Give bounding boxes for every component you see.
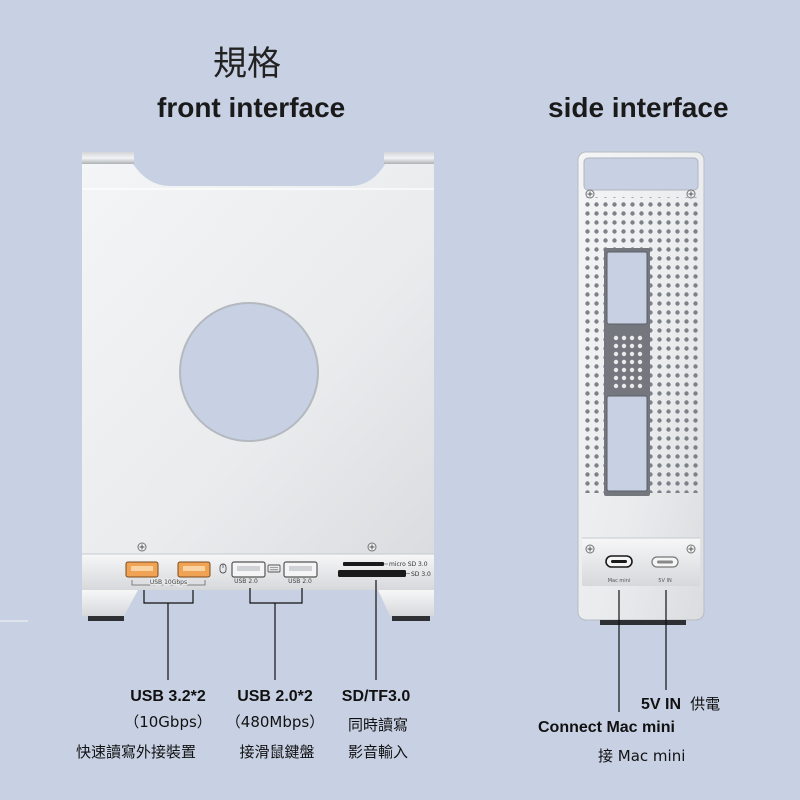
usb20-callout-line	[249, 588, 303, 680]
usb20-small-label-b: USB 2.0	[288, 578, 312, 585]
vent-cutout-lower	[606, 395, 648, 492]
usb20-callout-desc: 接滑鼠鍵盤	[239, 743, 315, 761]
side-device: Mac mini 5V IN	[577, 151, 705, 625]
bottom-leg-left	[82, 590, 138, 616]
usb20-callout-name: USB 2.0*2	[237, 688, 313, 705]
front-device: USB 10Gbps USB 2.0 USB 2.0	[82, 152, 434, 621]
micro-sd-slot[interactable]	[343, 562, 384, 566]
usb32-small-label: USB 10Gbps	[150, 579, 187, 586]
usb32-port[interactable]	[177, 561, 211, 578]
power-callout-name: 5V IN	[641, 696, 682, 713]
usb32-callout-line	[143, 590, 194, 680]
connect-callout-desc: 接 Mac mini	[598, 747, 686, 765]
usb32-port[interactable]	[125, 561, 159, 578]
side-port-bar	[582, 538, 700, 586]
screw-icon	[137, 542, 147, 552]
sdtf-callout-spec: 同時讀寫	[347, 716, 409, 734]
mouse-icon	[219, 563, 227, 574]
connect-callout-name: Connect Mac mini	[538, 719, 675, 736]
power-small-label: 5V IN	[658, 578, 672, 584]
vent-cutout-upper	[606, 251, 648, 325]
top-right-rail	[384, 152, 434, 164]
power-callout: 5V IN 供電	[641, 693, 720, 714]
ventilation-hole	[179, 302, 319, 442]
top-left-rail	[82, 152, 134, 164]
screw-icon	[686, 189, 696, 199]
usb32-callout-desc: 快速讀寫外接裝置	[75, 743, 197, 761]
page-title: 規格	[213, 44, 281, 84]
screw-icon	[686, 544, 696, 554]
sd-small-label: SD 3.0	[411, 571, 431, 578]
mac-mini-small-label: Mac mini	[608, 578, 631, 584]
front-interface-heading: front interface	[157, 92, 346, 123]
screw-icon	[585, 189, 595, 199]
keyboard-icon	[267, 564, 281, 573]
top-opening	[583, 157, 699, 191]
usb-c-power-port[interactable]	[651, 556, 679, 568]
screw-icon	[367, 542, 377, 552]
usb20-small-label-a: USB 2.0	[234, 578, 258, 585]
sdtf-callout-desc: 影音輸入	[347, 743, 409, 761]
usb20-port[interactable]	[283, 561, 318, 578]
micro-sd-small-label: micro SD 3.0	[389, 561, 428, 568]
bottom-leg-right	[378, 590, 434, 616]
usb20-port[interactable]	[231, 561, 266, 578]
power-callout-desc: 供電	[690, 695, 721, 713]
sd-card-slot[interactable]	[338, 570, 406, 577]
screw-icon	[585, 544, 595, 554]
usb-c-mac-mini-port[interactable]	[605, 555, 633, 568]
sdtf-callout-name: SD/TF3.0	[341, 688, 411, 705]
usb32-callout-name: USB 3.2*2	[130, 688, 206, 705]
usb20-callout-spec: （480Mbps）	[225, 713, 325, 731]
side-interface-heading: side interface	[548, 92, 729, 123]
usb32-callout-spec: （10Gbps）	[124, 713, 212, 731]
